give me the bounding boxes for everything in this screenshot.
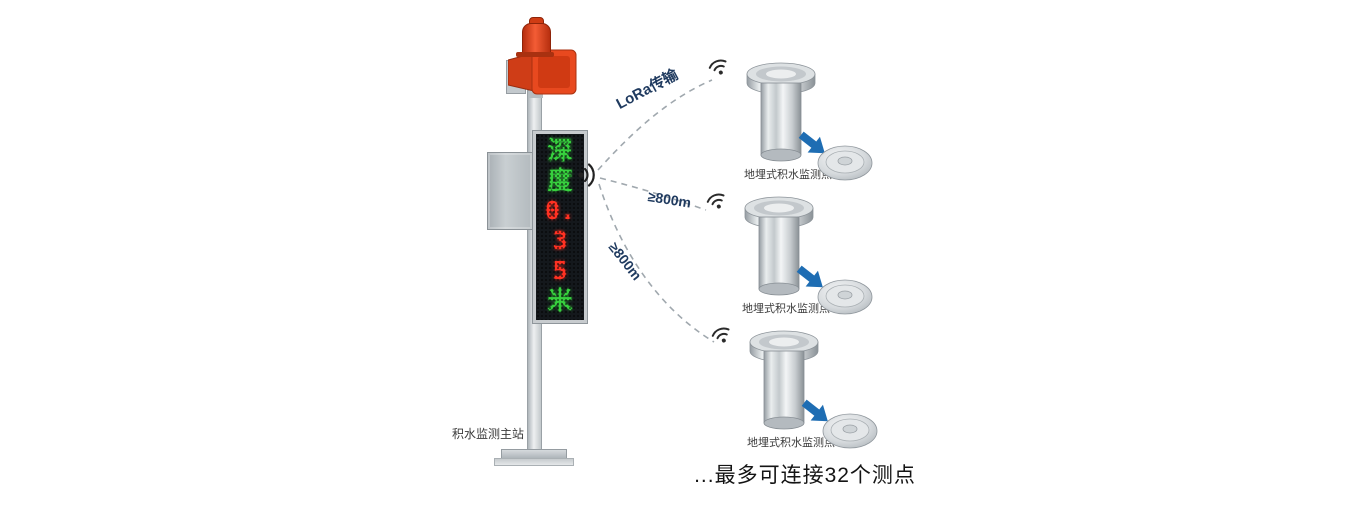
link-curve-2 [599, 177, 707, 211]
led-row: 米 [547, 286, 573, 315]
arrow-down-right-icon [796, 265, 823, 288]
arrow-down-right-icon [798, 131, 825, 154]
led-row: 0. [544, 196, 576, 225]
led-display: 深 度 0. 3 5 米 [533, 131, 587, 323]
disc-sensor [822, 413, 878, 449]
buried-sensor-cylinder [749, 330, 819, 430]
wifi-icon [706, 193, 725, 209]
led-row: 5 [552, 256, 568, 285]
alarm-beacon-base [516, 52, 554, 57]
sensor-label: 地埋式积水监测点 [747, 437, 835, 449]
station-base-foot [494, 458, 574, 466]
link-curve-3 [598, 183, 715, 343]
led-row: 深 [547, 136, 573, 165]
sensor-label: 地埋式积水监测点 [742, 303, 830, 315]
alarm-beacon-icon [522, 23, 551, 56]
led-row: 度 [547, 166, 573, 195]
sensor-group-2: 地埋式积水监测点 [703, 188, 913, 333]
disc-sensor [817, 145, 873, 181]
arrow-down-right-icon [801, 399, 828, 422]
station-label: 积水监测主站 [452, 427, 525, 441]
footer-note: ...最多可连接32个测点 [694, 464, 916, 487]
buried-sensor-cylinder [746, 62, 816, 162]
led-row: 3 [552, 226, 568, 255]
led-screen: 深 度 0. 3 5 米 [536, 134, 584, 320]
control-box [487, 152, 533, 230]
sensor-group-3: 地埋式积水监测点 [708, 322, 918, 467]
buried-sensor-cylinder [744, 196, 814, 296]
sensor-label: 地埋式积水监测点 [744, 169, 832, 181]
wifi-icon [708, 59, 727, 75]
disc-sensor [817, 279, 873, 315]
wifi-icon [711, 327, 730, 343]
radio-signal-icon [578, 163, 595, 187]
sensor-group-1: 地埋式积水监测点 [705, 54, 915, 199]
alarm-horn-icon [508, 49, 577, 95]
